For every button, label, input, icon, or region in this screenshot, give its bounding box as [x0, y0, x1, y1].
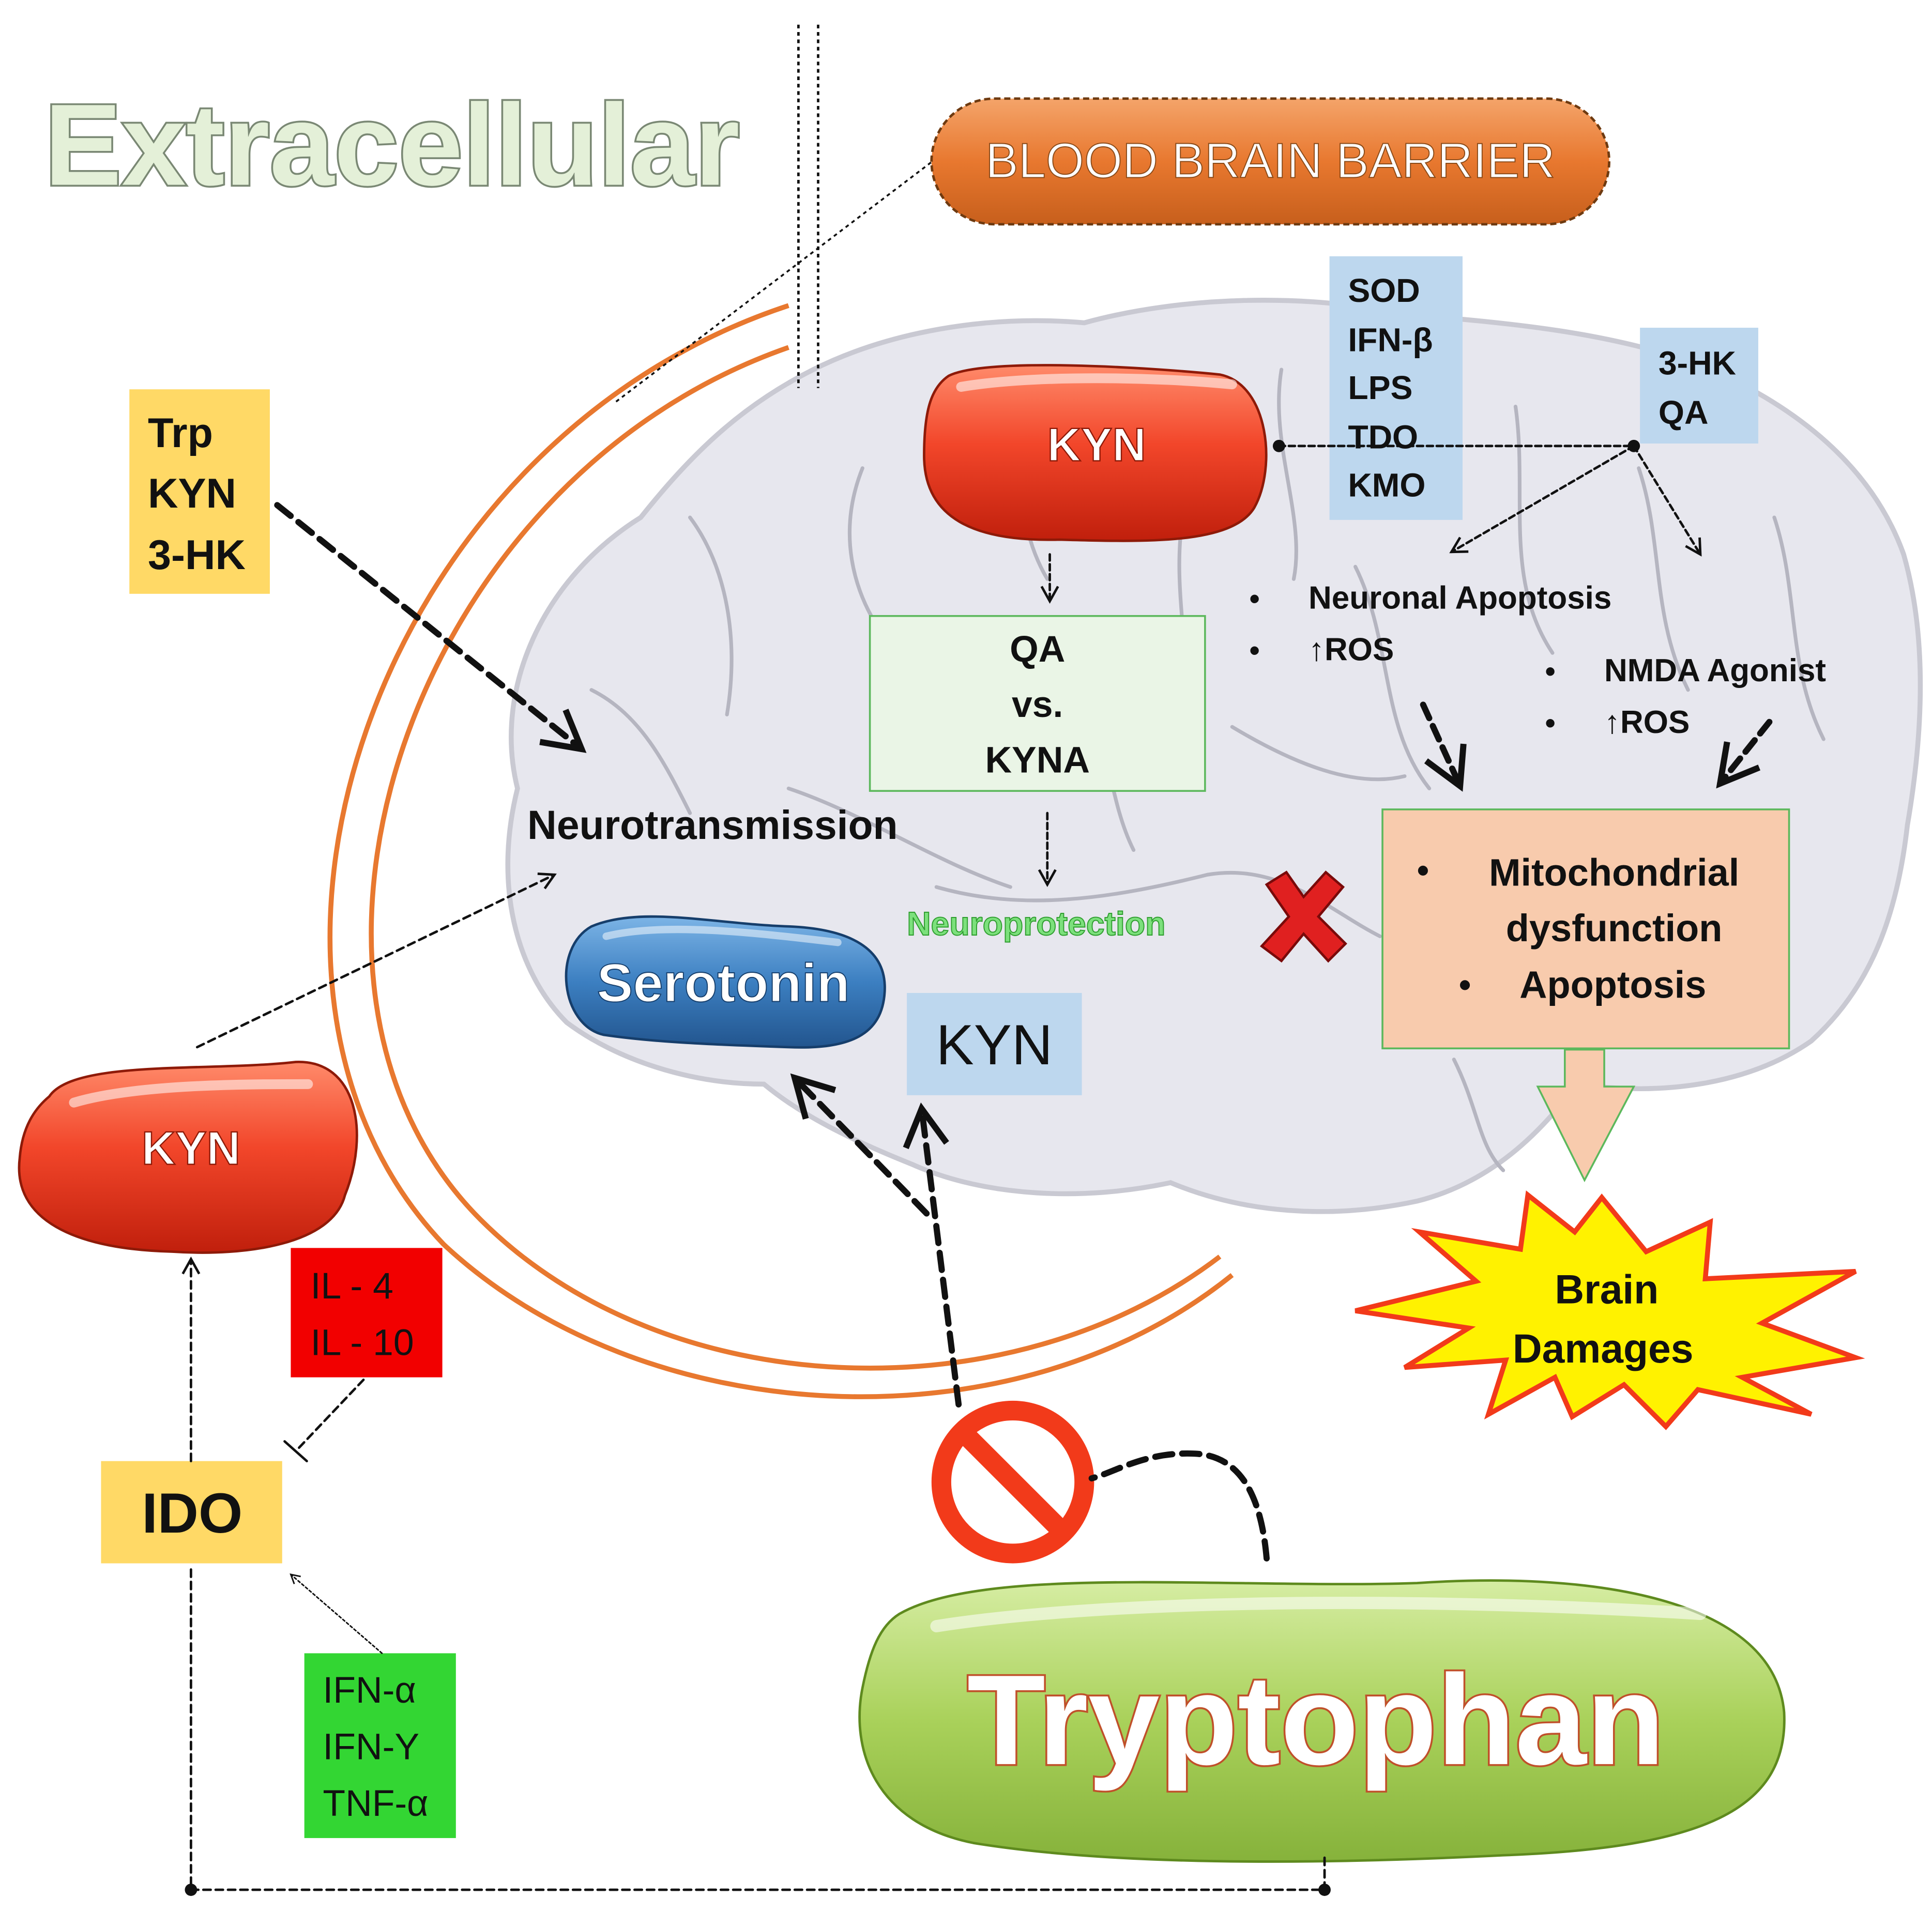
enzyme-box: SOD IFN-β LPS TDO KMO [1329, 256, 1463, 520]
metabolite-item-qa: QA [1659, 394, 1709, 431]
tryptophan-pill: Tryptophan [858, 1579, 1786, 1863]
kyn-brain-box-label: KYN [936, 1014, 1053, 1077]
kyn-brain-box: KYN [907, 992, 1082, 1095]
mito-item-mitochondrial: Mitochondrial [1489, 851, 1739, 894]
enzyme-item-ifn-beta: IFN-β [1348, 321, 1433, 358]
effects-item-neuronal-apoptosis: Neuronal Apoptosis [1309, 580, 1611, 616]
kyn-brain-pill: KYN [923, 364, 1268, 542]
effects-bullet-2: • [1250, 634, 1260, 667]
interleukin-item-il10: IL - 10 [311, 1322, 414, 1364]
effects-item-nmda-agonist: NMDA Agonist [1604, 653, 1826, 689]
cytokine-box: IFN-α IFN-Y TNF-α [304, 1653, 456, 1838]
neurotransmission-label: Neurotransmission [527, 802, 898, 848]
tryptophan-label: Tryptophan [967, 1648, 1665, 1792]
effects-bullet-3: • [1545, 655, 1556, 688]
mito-bullet-2: • [1459, 966, 1471, 1004]
connector-arrows [181, 439, 1773, 1896]
interleukin-box: IL - 4 IL - 10 [291, 1248, 443, 1378]
qa-label: QA [1010, 629, 1065, 670]
cytokine-item-ifn-alpha: IFN-α [323, 1670, 416, 1711]
kyna-label: KYNA [985, 739, 1090, 781]
interleukin-item-il4: IL - 4 [311, 1265, 393, 1307]
neuroprotection-label: Neuroprotection [907, 905, 1165, 942]
enzyme-item-tdo: TDO [1348, 419, 1418, 456]
brain-damage-line-2: Damages [1513, 1326, 1694, 1371]
enzyme-item-lps: LPS [1348, 369, 1412, 406]
kyn-extracellular-label: KYN [142, 1122, 240, 1174]
blood-brain-barrier-label: BLOOD BRAIN BARRIER [930, 97, 1610, 226]
mitochondrial-box: • Mitochondrial dysfunction • Apoptosis [1381, 808, 1790, 1050]
enzyme-item-sod: SOD [1348, 272, 1420, 309]
effects-list-neuronal: • Neuronal Apoptosis • ↑ROS [1250, 580, 1612, 667]
brain-damage-line-1: Brain [1555, 1267, 1659, 1312]
vs-label: vs. [1012, 684, 1063, 725]
mito-item-apoptosis: Apoptosis [1519, 963, 1706, 1006]
page-title: Extracellular [44, 81, 740, 210]
ido-label: IDO [142, 1482, 242, 1545]
qa-vs-kyna-box: QA vs. KYNA [869, 615, 1206, 792]
mito-bullet-1: • [1417, 852, 1429, 890]
effects-item-ros-2: ↑ROS [1604, 705, 1690, 740]
effects-bullet-1: • [1250, 582, 1260, 615]
extracellular-metabolites-box: Trp KYN 3-HK [129, 389, 270, 594]
no-entry-icon [931, 1400, 1094, 1564]
metabolite-box: 3-HK QA [1640, 328, 1758, 444]
kyn-brain-label: KYN [1047, 419, 1146, 471]
mito-item-dysfunction: dysfunction [1506, 907, 1723, 950]
red-x-icon [1259, 870, 1347, 963]
barrier-leader-line [615, 159, 935, 403]
blood-brain-barrier-arcs [327, 303, 1234, 1399]
kyn-extracellular-pill: KYN [18, 1061, 358, 1254]
extracellular-item-kyn: KYN [148, 470, 236, 517]
serotonin-label: Serotonin [597, 953, 849, 1014]
effects-bullet-4: • [1545, 707, 1556, 740]
mito-down-arrow [1536, 1048, 1636, 1183]
separator-line [797, 24, 819, 388]
serotonin-pill: Serotonin [565, 915, 886, 1049]
effects-item-ros-1: ↑ROS [1309, 632, 1394, 668]
metabolite-item-3hk: 3-HK [1659, 345, 1736, 382]
ido-box: IDO [101, 1461, 282, 1564]
extracellular-item-3hk: 3-HK [148, 532, 246, 578]
brain-damage-starburst: Brain Damages [1355, 1190, 1865, 1430]
cytokine-item-ifn-y: IFN-Y [323, 1726, 419, 1767]
enzyme-item-kmo: KMO [1348, 467, 1425, 504]
barrier-label-text: BLOOD BRAIN BARRIER [985, 133, 1555, 188]
effects-list-nmda: • NMDA Agonist • ↑ROS [1545, 653, 1826, 740]
cytokine-item-tnf-alpha: TNF-α [323, 1783, 428, 1824]
extracellular-item-trp: Trp [148, 410, 213, 456]
